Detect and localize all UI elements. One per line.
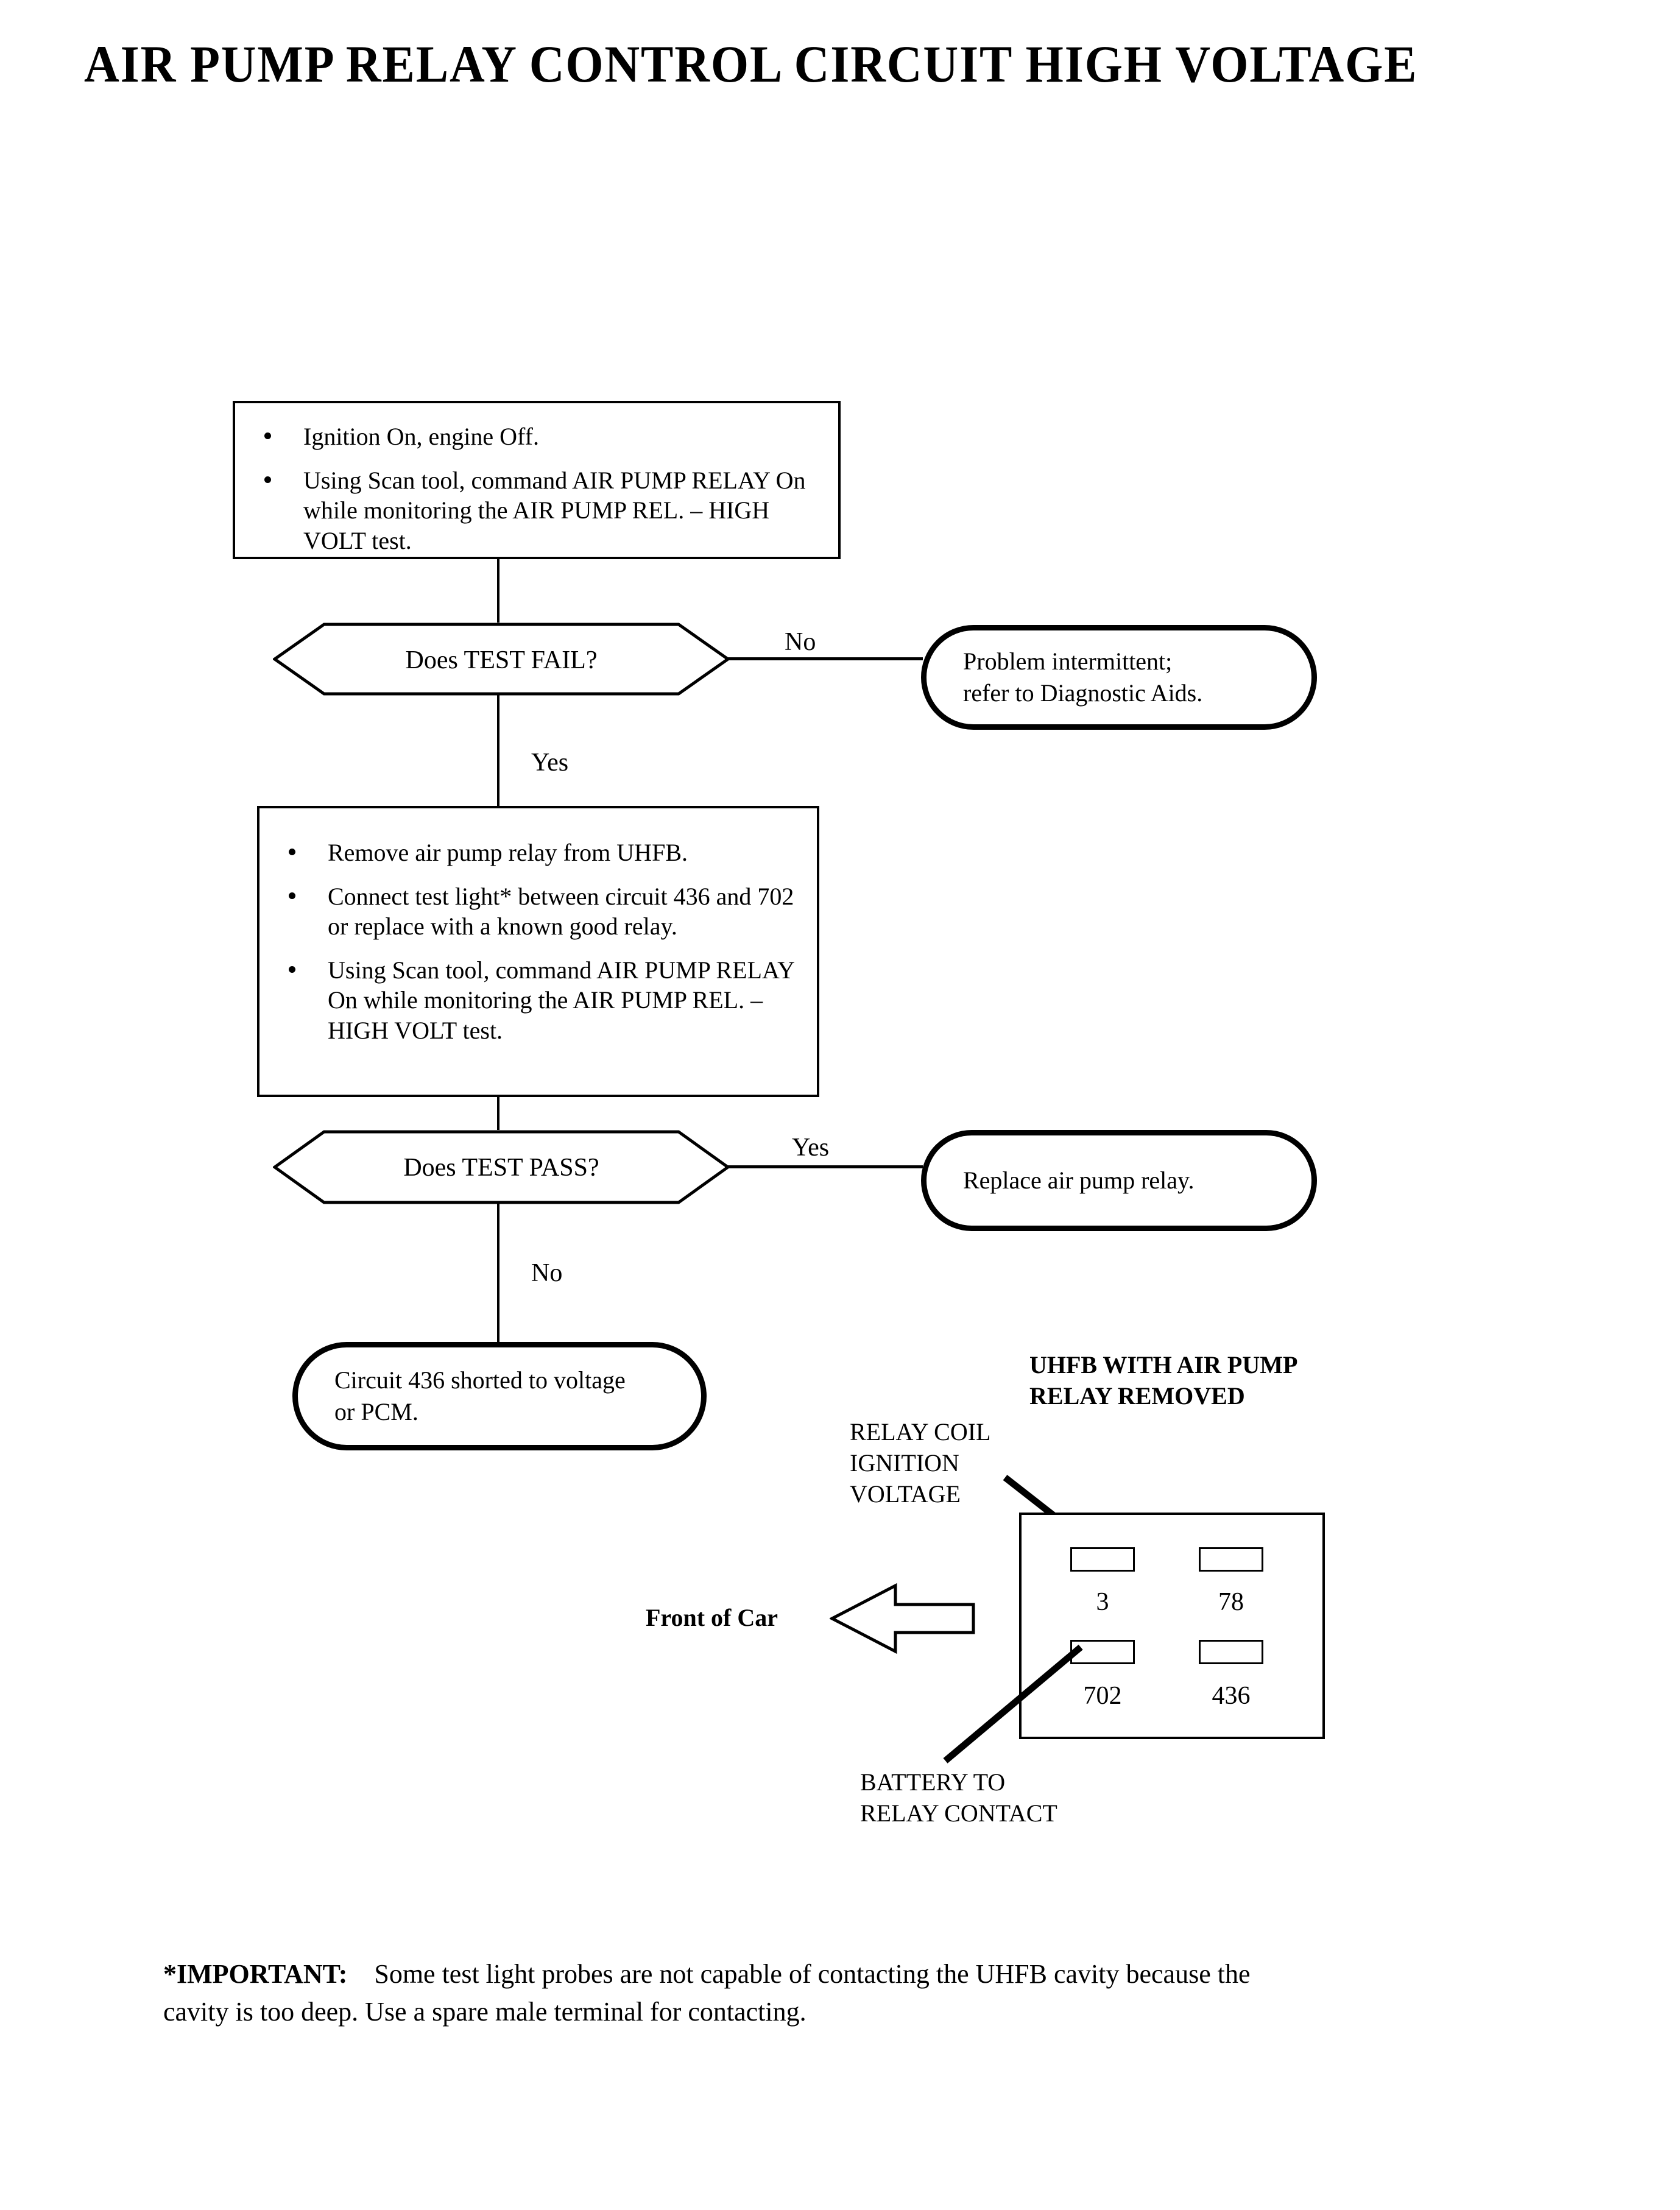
decision-label: Does TEST PASS? [403, 1154, 599, 1182]
bullet-text: Using Scan tool, command AIR PUMP RELAY … [303, 466, 806, 554]
bullet-text: Using Scan tool, command AIR PUMP RELAY … [328, 956, 794, 1044]
terminator-text: Replace air pump relay. [926, 1165, 1209, 1196]
terminator-line: or PCM. [334, 1398, 418, 1425]
page-title: AIR PUMP RELAY CONTROL CIRCUIT HIGH VOLT… [84, 35, 1418, 93]
connector-diagram-heading: UHFB WITH AIR PUMP RELAY REMOVED [1029, 1349, 1297, 1411]
terminator-line: Problem intermittent; [963, 648, 1173, 675]
callout-line: BATTERY TO [860, 1768, 1006, 1796]
flow-connector-decision1-no [725, 657, 923, 660]
footnote-spacer [354, 1959, 367, 1989]
terminator-line: Replace air pump relay. [963, 1167, 1195, 1194]
left-arrow-icon [828, 1583, 975, 1654]
uhfb-connector-body [1019, 1513, 1325, 1739]
cavity-circuit-number-3: 3 [1096, 1588, 1109, 1616]
relay-coil-ignition-voltage-callout: RELAY COIL IGNITION VOLTAGE [850, 1416, 990, 1510]
callout-line: RELAY COIL [850, 1418, 991, 1446]
flow-connector-decision2-no [497, 1203, 499, 1343]
terminator-line: Circuit 436 shorted to voltage [334, 1366, 626, 1394]
footnote-body: Some test light probes are not capable o… [163, 1959, 1251, 2027]
terminator-text: Problem intermittent; refer to Diagnosti… [926, 646, 1217, 709]
list-item: Using Scan tool, command AIR PUMP RELAY … [235, 465, 808, 556]
important-footnote: *IMPORTANT: Some test light probes are n… [163, 1955, 1321, 2032]
edge-label-no-1: No [785, 628, 816, 656]
process-box-isolate-relay-test: Remove air pump relay from UHFB. Connect… [257, 806, 819, 1097]
decision-does-test-fail: Does TEST FAIL? [273, 623, 730, 696]
edge-label-yes-2: Yes [792, 1134, 830, 1162]
cavity-slot-702 [1070, 1640, 1135, 1664]
edge-label-yes-1: Yes [531, 749, 569, 777]
cavity-circuit-number-78: 78 [1218, 1588, 1244, 1616]
terminator-line: refer to Diagnostic Aids. [963, 679, 1203, 707]
cavity-slot-3 [1070, 1547, 1135, 1572]
flow-connector-decision2-yes [725, 1165, 923, 1168]
callout-line: IGNITION [850, 1449, 959, 1477]
decision-label: Does TEST FAIL? [405, 646, 598, 674]
footnote-lead: *IMPORTANT: [163, 1959, 348, 1989]
list-item: Ignition On, engine Off. [235, 422, 808, 452]
list-item: Using Scan tool, command AIR PUMP RELAY … [259, 955, 796, 1046]
decision-does-test-pass: Does TEST PASS? [273, 1130, 730, 1204]
isolate-relay-bullet-list: Remove air pump relay from UHFB. Connect… [259, 838, 796, 1046]
process-box-initial-test-conditions: Ignition On, engine Off. Using Scan tool… [233, 401, 841, 559]
edge-label-no-2: No [531, 1259, 563, 1287]
cavity-circuit-number-436: 436 [1212, 1682, 1251, 1710]
battery-to-relay-contact-callout: BATTERY TO RELAY CONTACT [860, 1767, 1057, 1829]
front-of-car-arrow-icon [828, 1582, 976, 1658]
cavity-slot-78 [1199, 1547, 1263, 1572]
heading-line: RELAY REMOVED [1029, 1382, 1245, 1410]
flow-connector-step1-to-decision1 [497, 559, 499, 625]
callout-line: RELAY CONTACT [860, 1799, 1057, 1827]
hexagon-shape [273, 623, 730, 696]
bullet-text: Connect test light* between circuit 436 … [328, 882, 794, 941]
list-item: Connect test light* between circuit 436 … [259, 881, 796, 942]
flow-connector-step2-to-decision2 [497, 1097, 499, 1131]
bullet-text: Remove air pump relay from UHFB. [328, 839, 688, 866]
terminator-text: Circuit 436 shorted to voltage or PCM. [298, 1364, 640, 1428]
terminator-replace-air-pump-relay: Replace air pump relay. [921, 1130, 1317, 1231]
flow-connector-decision1-yes [497, 694, 499, 807]
initial-test-bullet-list: Ignition On, engine Off. Using Scan tool… [235, 422, 808, 556]
hexagon-shape [273, 1130, 730, 1204]
terminator-circuit-436-shorted: Circuit 436 shorted to voltage or PCM. [292, 1342, 707, 1450]
cavity-circuit-number-702: 702 [1083, 1682, 1122, 1710]
front-of-car-label: Front of Car [646, 1604, 778, 1631]
terminator-problem-intermittent: Problem intermittent; refer to Diagnosti… [921, 625, 1317, 730]
cavity-slot-436 [1199, 1640, 1263, 1664]
list-item: Remove air pump relay from UHFB. [259, 838, 796, 868]
bullet-text: Ignition On, engine Off. [303, 423, 539, 450]
callout-line: VOLTAGE [850, 1480, 961, 1508]
heading-line: UHFB WITH AIR PUMP [1029, 1351, 1298, 1379]
